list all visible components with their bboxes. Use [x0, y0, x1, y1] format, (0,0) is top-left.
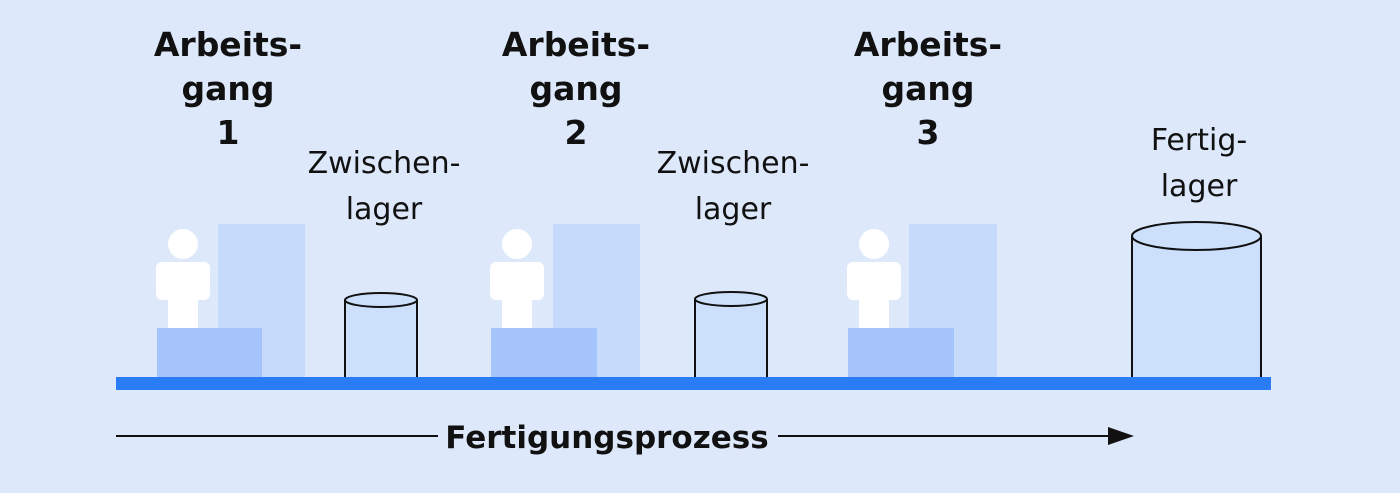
conveyor-line — [116, 377, 1271, 390]
workbench — [491, 328, 597, 378]
worker-icon — [490, 229, 544, 328]
buffer-label: Zwischen- lager — [656, 146, 810, 227]
worker-icon — [156, 229, 210, 328]
storage-cylinder — [1131, 221, 1262, 378]
storage-cylinder — [344, 292, 418, 378]
process-label: Fertigungsprozess — [445, 420, 769, 456]
storage-cylinder — [694, 291, 768, 378]
buffer-label: Zwischen- lager — [307, 146, 461, 227]
final-store-label: Fertig- lager — [1150, 123, 1248, 204]
step-title: Arbeits- gang 2 — [501, 25, 651, 152]
step-title: Arbeits- gang 1 — [153, 25, 303, 152]
workbench — [157, 328, 262, 378]
step-title: Arbeits- gang 3 — [853, 25, 1003, 152]
workbench — [848, 328, 954, 378]
worker-icon — [847, 229, 901, 328]
arrow-right-icon — [1108, 427, 1134, 445]
